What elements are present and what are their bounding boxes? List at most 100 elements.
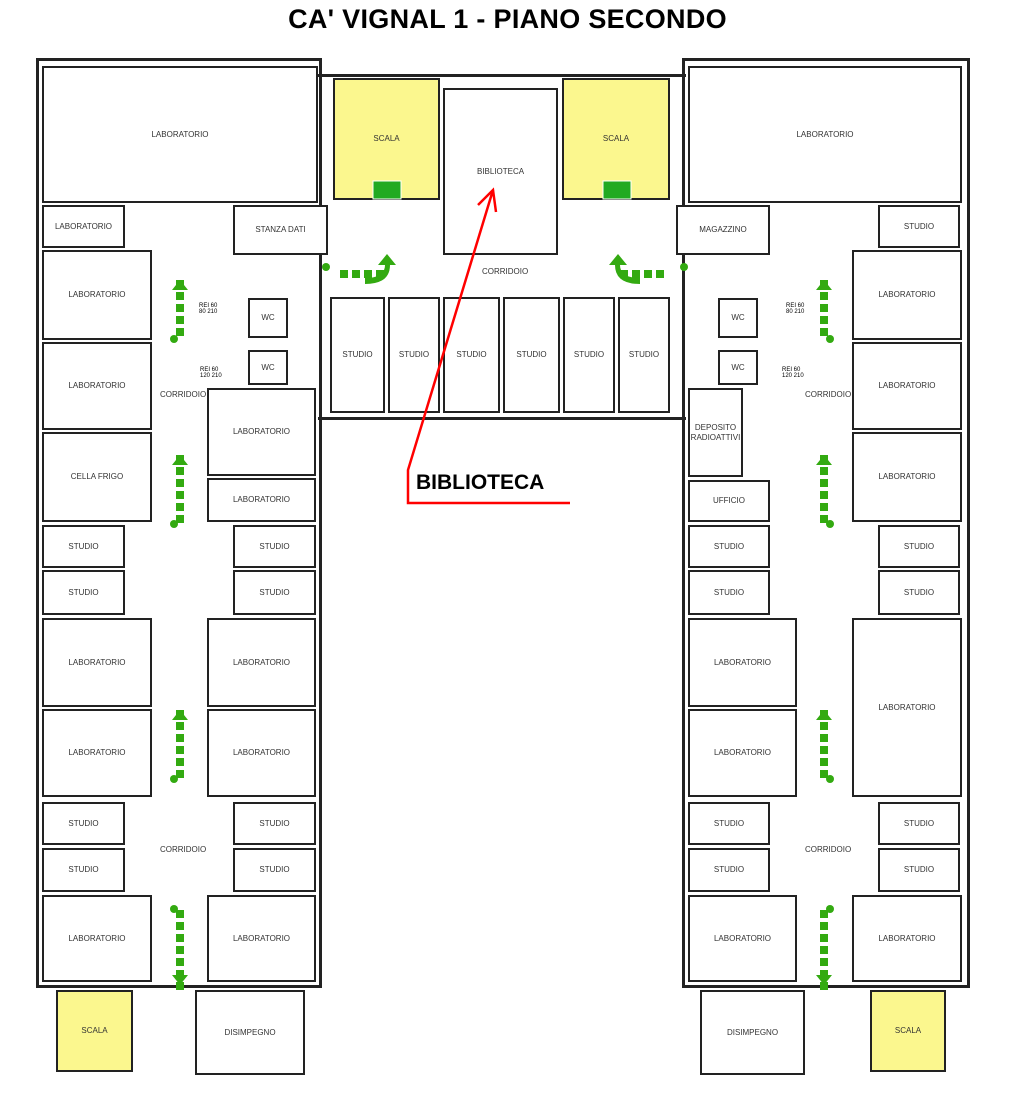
- exit-path-dash: [176, 734, 184, 742]
- stair-scala: SCALA: [870, 990, 946, 1072]
- room-studio: STUDIO: [42, 525, 125, 568]
- callout-leader-line: [406, 189, 570, 505]
- running-man-icon: [170, 775, 178, 783]
- room-disimpegno: DISIMPEGNO: [195, 990, 305, 1075]
- exit-path-dash: [176, 467, 184, 475]
- room-studio: STUDIO: [688, 570, 770, 615]
- exit-path-dash: [820, 770, 828, 778]
- corridor-label: CORRIDOIO: [482, 267, 529, 276]
- room-label: LABORATORIO: [796, 129, 854, 139]
- room-studio: STUDIO: [563, 297, 615, 413]
- room-cella-frigo: CELLA FRIGO: [42, 432, 152, 522]
- room-studio: STUDIO: [233, 570, 316, 615]
- corridor-label: CORRIDOIO: [805, 845, 852, 854]
- room-label: STUDIO: [259, 818, 290, 828]
- room-label: STUDIO: [713, 865, 745, 874]
- exit-path-dash: [620, 270, 628, 278]
- room-wc: WC: [248, 350, 288, 385]
- exit-path-dash: [820, 304, 828, 312]
- corridor-label: CORRIDOIO: [160, 845, 207, 854]
- room-label: STUDIO: [68, 818, 99, 828]
- room-label: LABORATORIO: [232, 657, 291, 667]
- exit-path-dash: [376, 270, 384, 278]
- door-rating-label: REI 60: [782, 367, 801, 373]
- room-studio: STUDIO: [878, 205, 960, 248]
- exit-path-dash: [820, 503, 828, 511]
- exit-path-dash: [176, 491, 184, 499]
- stair-scala: SCALA: [56, 990, 133, 1072]
- exit-path-dash: [820, 328, 828, 336]
- exit-path-dash: [176, 316, 184, 324]
- room-label: LABORATORIO: [232, 748, 291, 757]
- exit-path-dash: [176, 982, 184, 990]
- room-studio: STUDIO: [42, 802, 125, 845]
- room-wc: WC: [718, 350, 758, 385]
- page-title: CA' VIGNAL 1 - PIANO SECONDO: [288, 4, 727, 34]
- room-label: LABORATORIO: [878, 290, 936, 299]
- room-studio: STUDIO: [878, 848, 960, 892]
- running-man-icon: [170, 520, 178, 528]
- exit-path-dash: [176, 503, 184, 511]
- exit-path-dash: [176, 970, 184, 978]
- room-deposito-radioattivi: DEPOSITO RADIOATTIVI: [688, 388, 743, 477]
- exit-arrow-down-icon: [816, 975, 832, 985]
- exit-path-dash: [820, 758, 828, 766]
- room-studio: STUDIO: [688, 848, 770, 892]
- room-label: STUDIO: [259, 587, 290, 597]
- room-label: STUDIO: [259, 541, 290, 551]
- room-studio: STUDIO: [233, 848, 316, 892]
- exit-arrow-up-icon: [172, 455, 188, 465]
- room-label: STUDIO: [398, 350, 430, 359]
- room-label: LABORATORIO: [713, 933, 772, 943]
- room-label: LABORATORIO: [68, 290, 126, 299]
- room-label: CELLA FRIGO: [70, 472, 124, 481]
- room-studio: STUDIO: [233, 802, 316, 845]
- room-laboratorio: LABORATORIO: [852, 432, 962, 522]
- room-laboratorio: LABORATORIO: [42, 618, 152, 707]
- stair-scala: SCALA: [333, 78, 440, 200]
- door-rating-label: REI 60: [786, 303, 805, 309]
- running-man-icon: [826, 775, 834, 783]
- running-man-icon: [826, 335, 834, 343]
- room-studio: STUDIO: [878, 570, 960, 615]
- running-man-icon: [680, 263, 688, 271]
- exit-arrow-up-icon: [172, 280, 188, 290]
- running-man-icon: [170, 905, 178, 913]
- exit-path-dash: [176, 922, 184, 930]
- room-label: WC: [261, 362, 275, 372]
- exit-path-dash: [820, 316, 828, 324]
- exit-path-dash: [364, 270, 372, 278]
- room-label: STUDIO: [903, 818, 935, 828]
- room-label: STUDIO: [68, 865, 99, 874]
- room-label: STUDIO: [516, 350, 547, 359]
- room-laboratorio: LABORATORIO: [688, 66, 962, 203]
- room-label: SCALA: [602, 134, 630, 143]
- exit-path-dash: [176, 934, 184, 942]
- exit-arrow-down-icon: [172, 975, 188, 985]
- room-label: LABORATORIO: [232, 933, 291, 943]
- exit-path-dash: [820, 734, 828, 742]
- exit-path-dash: [820, 479, 828, 487]
- room-laboratorio: LABORATORIO: [852, 342, 962, 430]
- room-label: LABORATORIO: [878, 702, 936, 712]
- room-label: STUDIO: [713, 818, 745, 828]
- room-laboratorio: LABORATORIO: [688, 709, 797, 797]
- room-label: LABORATORIO: [878, 933, 936, 943]
- exit-path-dash: [352, 270, 360, 278]
- room-label: STUDIO: [713, 587, 745, 597]
- room-label: STUDIO: [573, 350, 605, 359]
- room-laboratorio: LABORATORIO: [852, 250, 962, 340]
- exit-path-dash: [656, 270, 664, 278]
- door-rating-label: 80 210: [199, 309, 218, 315]
- room-label: LABORATORIO: [68, 657, 126, 667]
- room-disimpegno: DISIMPEGNO: [700, 990, 805, 1075]
- room-label: STUDIO: [259, 865, 290, 874]
- room-magazzino: MAGAZZINO: [676, 205, 770, 255]
- room-label: STUDIO: [68, 587, 99, 597]
- room-label: WC: [261, 313, 275, 322]
- room-laboratorio: LABORATORIO: [852, 895, 962, 982]
- door-rating-label: REI 60: [200, 367, 219, 373]
- room-ufficio: UFFICIO: [688, 480, 770, 522]
